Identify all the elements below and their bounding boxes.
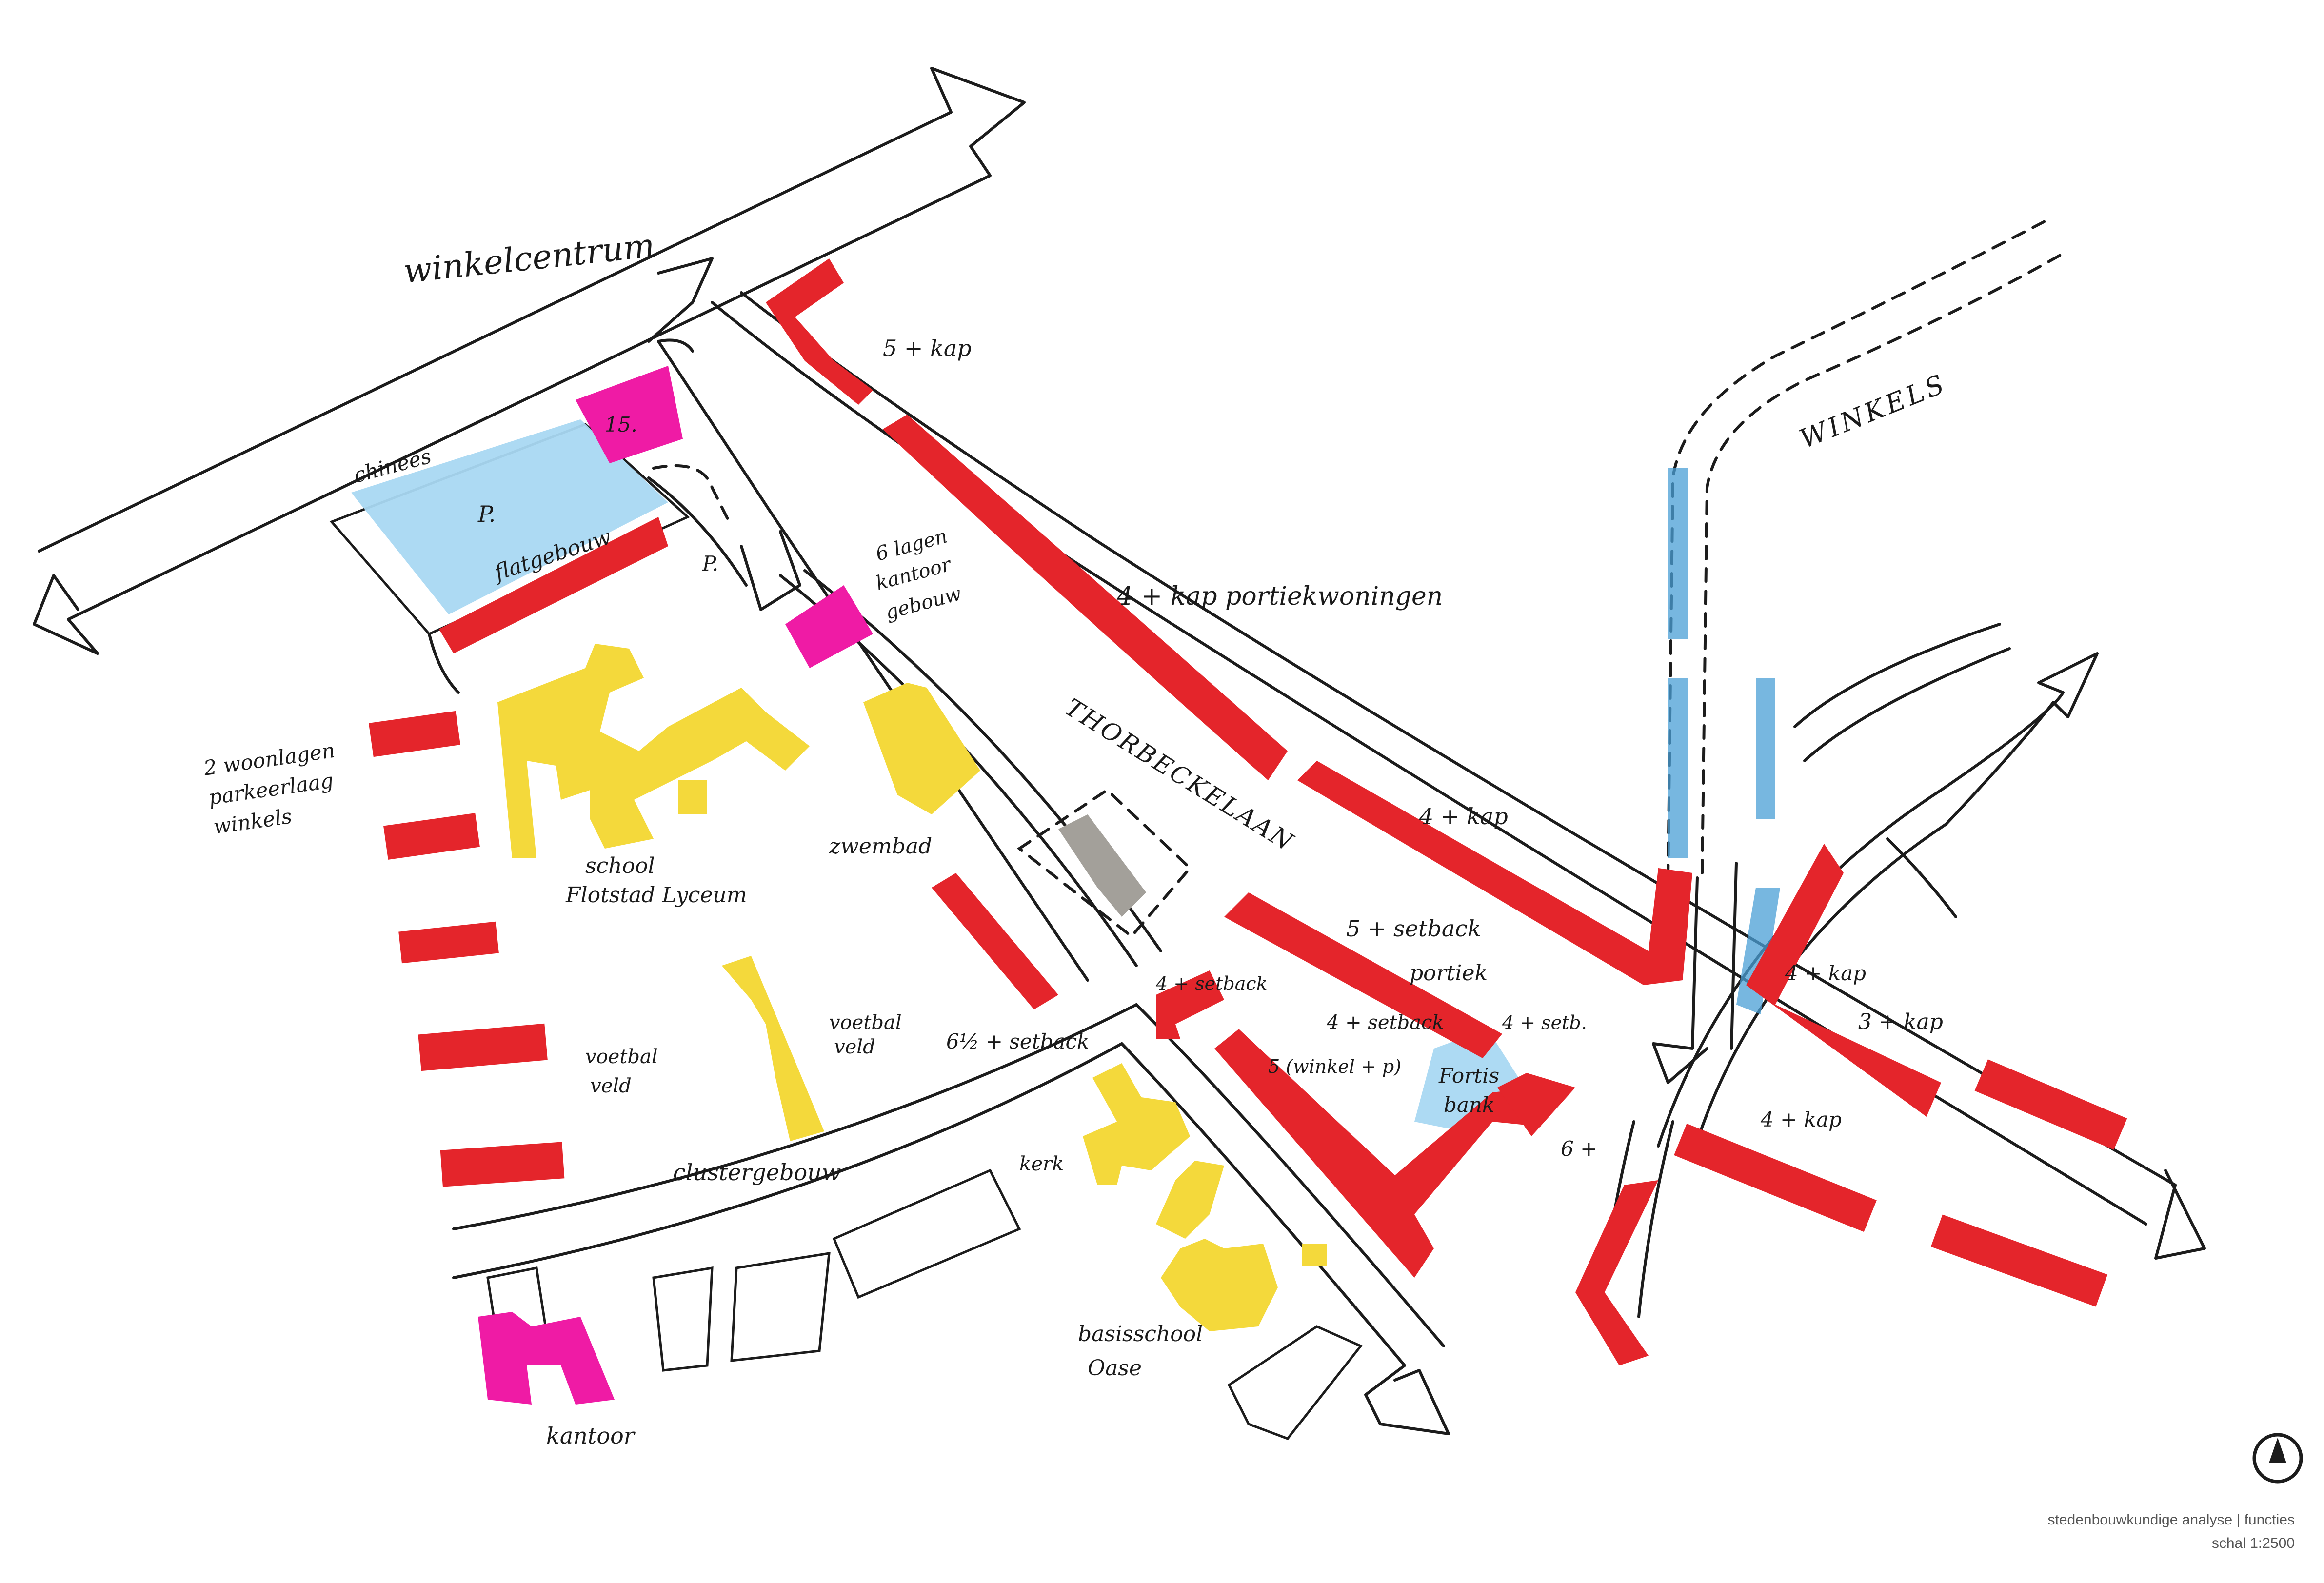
zwembad-block <box>863 683 980 814</box>
housing-thorbecke-mid <box>1297 761 1692 985</box>
access-dashed <box>652 464 733 528</box>
water-features <box>1668 468 1780 1014</box>
housing-4-setback-small <box>1156 970 1224 1039</box>
education-blocks <box>497 644 1327 1331</box>
label-clustergebouw: clustergebouw <box>673 1159 841 1186</box>
housing-left-5 <box>440 1142 565 1187</box>
label-4-setb-c: 4 + setb. <box>1502 1012 1587 1033</box>
parking-block-main <box>351 419 668 614</box>
label-6-plus: 6 + <box>1561 1137 1597 1161</box>
housing-6plus <box>1497 1073 1575 1136</box>
north-arrow-icon <box>2252 1433 2303 1484</box>
housing-right-4kap-1 <box>1974 1059 2127 1150</box>
housing-right-4kap-2 <box>1674 1123 1877 1232</box>
label-6half-setback: 6½ + setback <box>946 1029 1090 1053</box>
commercial-blocks <box>478 366 873 1405</box>
label-basisschool-1: basisschool <box>1078 1322 1203 1346</box>
housing-5-setback <box>1224 892 1502 1058</box>
caption-title: stedenbouwkundige analyse | functies <box>2047 1512 2295 1528</box>
housing-bottom-right-l <box>1575 1180 1658 1365</box>
kerk-block <box>1083 1063 1190 1185</box>
housing-left-4 <box>418 1023 548 1071</box>
parking-blocks <box>351 419 1522 1131</box>
fortis-bank-block <box>1414 1029 1522 1131</box>
label-winkelcentrum: winkelcentrum <box>402 226 657 291</box>
label-3-kap: 3 + kap <box>1858 1009 1943 1034</box>
left-boundary <box>428 633 460 694</box>
label-p-main: P. <box>477 501 496 527</box>
label-kantoor-bottom: kantoor <box>546 1423 636 1449</box>
label-5-setback: 5 + setback <box>1346 915 1481 942</box>
label-portiek: portiek <box>1410 961 1488 986</box>
label-5-winkel: 5 (winkel + p) <box>1268 1056 1401 1077</box>
label-voetbalveld-1b: veld <box>590 1075 632 1097</box>
label-voetbalveld-1a: voetbal <box>585 1046 658 1068</box>
school-flotstad-lyceum <box>497 644 810 858</box>
housing-left-3 <box>398 921 499 964</box>
label-basisschool-2: Oase <box>1088 1356 1142 1381</box>
label-school-1: school <box>585 853 655 878</box>
label-15: 15. <box>605 413 637 436</box>
housing-blocks <box>369 258 2127 1365</box>
label-zwembad: zwembad <box>829 834 932 859</box>
water-strip-1 <box>1668 468 1688 639</box>
school-small-square <box>678 780 707 814</box>
road-branch-right <box>1793 623 2011 762</box>
label-fortis-1: Fortis <box>1438 1064 1499 1088</box>
label-voetbalveld-2a: voetbal <box>829 1011 902 1034</box>
label-4-setback-a: 4 + setback <box>1155 973 1268 994</box>
grey-building <box>1058 814 1146 917</box>
housing-6half-setback <box>932 873 1058 1009</box>
lower-plots <box>486 1168 1021 1372</box>
access-road-parking <box>647 476 801 611</box>
basisschool-oase-b <box>1161 1239 1278 1331</box>
label-kerk: kerk <box>1019 1153 1064 1175</box>
kantoorgebouw-6-lagen <box>785 585 873 668</box>
label-woonlagen-3: winkels <box>212 804 294 839</box>
label-4-kap-low: 4 + kap <box>1760 1108 1842 1131</box>
label-school-2: Flotstad Lyceum <box>565 883 747 908</box>
label-voetbalveld-2b: veld <box>834 1036 875 1058</box>
label-4-kap-right: 4 + kap <box>1785 961 1866 985</box>
housing-left-1 <box>369 711 460 757</box>
label-4-kap-portiek: 4 + kap portiekwoningen <box>1116 582 1443 611</box>
caption-scale: schal 1:2500 <box>2211 1535 2295 1551</box>
vertical-road-north <box>1652 862 1738 1084</box>
label-winkels: WINKELS <box>1795 368 1951 455</box>
label-4-setback-b: 4 + setback <box>1326 1011 1444 1034</box>
housing-right-4kap-3 <box>1930 1214 2108 1307</box>
dashed-zwembad-plot <box>1016 788 1192 939</box>
thorbeckelaan-road <box>647 257 2206 1260</box>
housing-u-block <box>1214 1029 1541 1278</box>
lower-curved-road <box>452 1003 1138 1279</box>
commercial-15-block <box>576 366 683 463</box>
housing-long-diagonal <box>883 415 1288 780</box>
dashed-road-winkels <box>1667 218 2065 879</box>
water-strip-3 <box>1756 678 1775 819</box>
lower-right-plots <box>1227 1325 1363 1440</box>
flatgebouw-block <box>439 517 668 653</box>
label-p-small: P. <box>702 552 718 575</box>
label-fortis-2: bank <box>1444 1093 1494 1117</box>
housing-right-3kap <box>1746 844 1941 1117</box>
label-4-kap-mid: 4 + kap <box>1419 803 1508 830</box>
housing-top-1 <box>766 258 873 405</box>
kantoor-bottom <box>478 1312 615 1405</box>
water-strip-4 <box>1736 888 1780 1014</box>
road-branch-right-lower <box>1886 837 1957 918</box>
clustergebouw-block <box>722 956 824 1141</box>
thorbeckelaan-side-line <box>657 338 1089 982</box>
main-road-arrow-northwest <box>33 67 1026 655</box>
basisschool-small <box>1302 1244 1327 1266</box>
basisschool-oase-a <box>1156 1161 1224 1239</box>
housing-left-2 <box>383 813 480 860</box>
label-5-kap-top: 5 + kap <box>883 335 972 361</box>
water-strip-2 <box>1668 678 1688 858</box>
